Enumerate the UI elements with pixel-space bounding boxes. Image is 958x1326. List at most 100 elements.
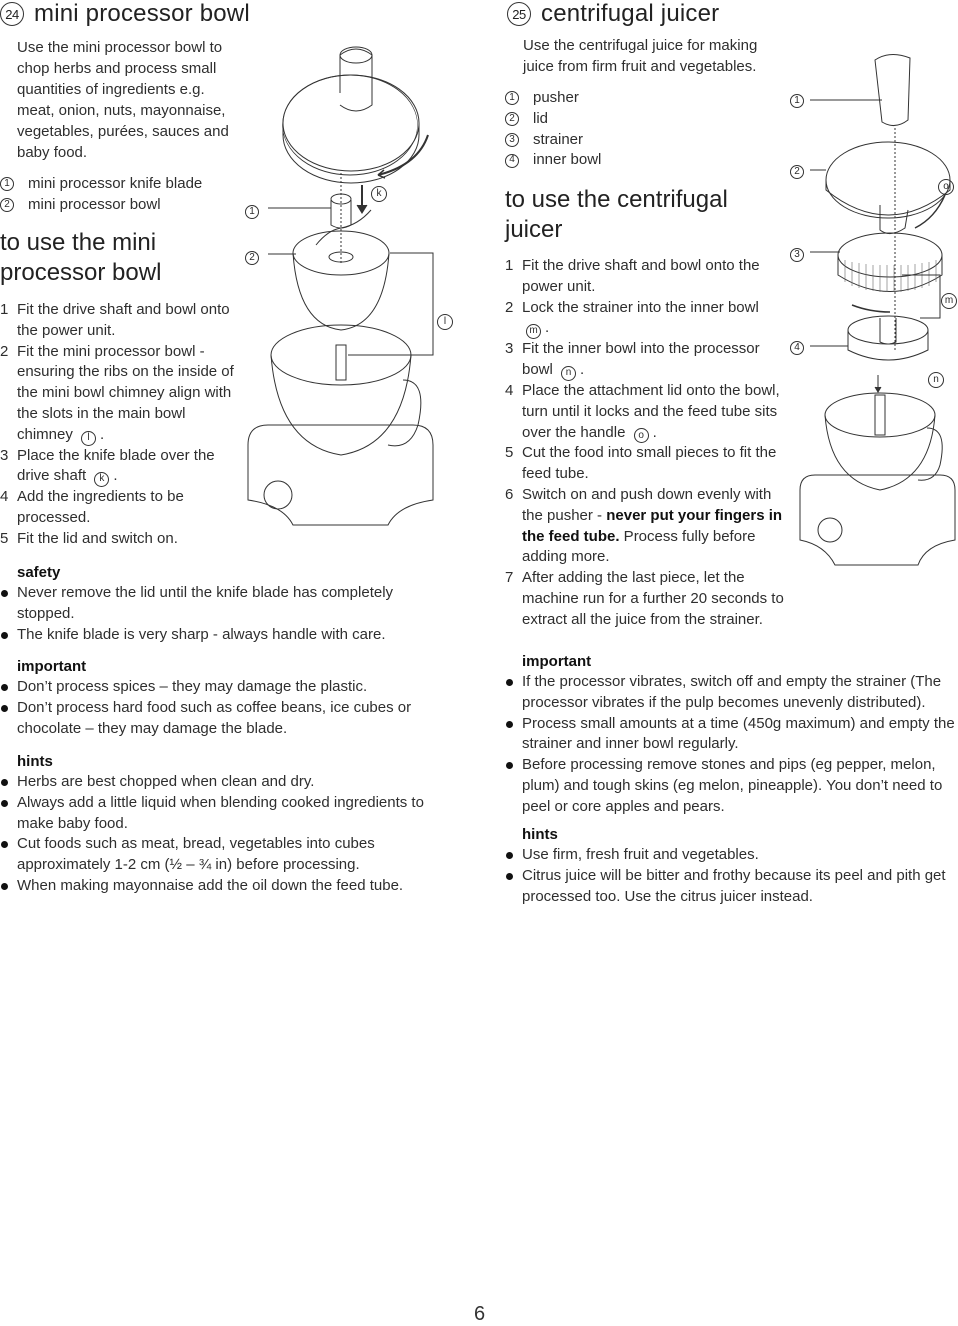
bullet-item: Always add a little liquid when blending… xyxy=(0,793,440,835)
figure-callout-3: 3 xyxy=(790,244,818,262)
callout-number: 1 xyxy=(0,177,14,192)
bullet-item: The knife blade is very sharp - always h… xyxy=(0,625,440,646)
parts-list-item: 1 pusher xyxy=(505,88,745,109)
step-text: Fit the drive shaft and bowl onto the po… xyxy=(522,257,760,295)
parts-list-item: 3 strainer xyxy=(505,130,745,151)
important-heading: important xyxy=(17,658,87,675)
part-label: inner bowl xyxy=(533,151,602,169)
figure-callout-m: m xyxy=(941,290,958,309)
hints-list: Use firm, fresh fruit and vegetables. Ci… xyxy=(505,845,958,907)
bullet-item: Never remove the lid until the knife bla… xyxy=(0,583,440,625)
callout-number: 1 xyxy=(505,91,519,106)
parts-list-item: 1 mini processor knife blade xyxy=(0,174,240,195)
figure-callout-n: n xyxy=(928,369,958,388)
step-number: 1 xyxy=(0,301,9,318)
safety-heading: safety xyxy=(17,564,61,581)
bullet-item: Herbs are best chopped when clean and dr… xyxy=(0,772,440,793)
parts-list: 1 pusher 2 lid 3 strainer 4 inner bowl xyxy=(505,88,745,171)
callout-number: 1 xyxy=(245,204,259,219)
callout-number: 2 xyxy=(0,198,14,213)
callout-number: 3 xyxy=(790,247,804,262)
section-heading-mini-processor-bowl: 24 mini processor bowl xyxy=(0,0,250,28)
callout-number: o xyxy=(938,178,954,195)
step: 4 Place the attachment lid onto the bowl,… xyxy=(505,381,795,444)
safety-section: safety Never remove the lid until the kn… xyxy=(0,562,440,645)
hints-heading: hints xyxy=(522,826,558,843)
callout-number: 4 xyxy=(505,153,519,168)
step: 7 After adding the last piece, let the ma… xyxy=(505,568,795,630)
callout-number: m xyxy=(941,292,957,309)
centrifugal-juicer-illustration xyxy=(799,54,956,566)
bullet-item: Cut foods such as meat, bread, vegetable… xyxy=(0,834,440,876)
parts-list-item: 2 mini processor bowl xyxy=(0,195,240,216)
step-text: Fit the inner bowl into the processor bo… xyxy=(522,340,760,379)
bullet-item: When making mayonnaise add the oil down … xyxy=(0,876,440,897)
callout-number: l xyxy=(437,313,453,330)
page-number: 6 xyxy=(474,1303,486,1325)
section-heading-centrifugal-juicer: 25 centrifugal juicer xyxy=(507,0,719,28)
part-label: mini processor bowl xyxy=(28,195,161,213)
step: 5 Fit the lid and switch on. xyxy=(0,529,240,550)
mini-processor-illustration xyxy=(247,46,434,526)
step-number: 2 xyxy=(505,298,514,316)
step-text: Fit the lid and switch on. xyxy=(17,529,178,547)
bullet-item: If the processor vibrates, switch off an… xyxy=(505,672,958,714)
step-text: After adding the last piece, let the mac… xyxy=(522,569,784,628)
step-number: 4 xyxy=(0,488,9,506)
callout-number: 3 xyxy=(505,132,519,147)
intro-paragraph: Use the mini processor bowl to chop herb… xyxy=(17,39,229,161)
part-label: strainer xyxy=(533,130,584,148)
step-text: Cut the food into small pieces to fit th… xyxy=(522,444,777,483)
section-number-badge: 24 xyxy=(0,2,24,26)
parts-list: 1 mini processor knife blade 2 mini proces… xyxy=(0,174,240,216)
figure-callout-4: 4 xyxy=(790,337,818,355)
callout-number: 2 xyxy=(790,164,804,179)
important-list: Don’t process spices – they may damage t… xyxy=(0,677,440,739)
step-number: 3 xyxy=(505,340,514,358)
section-title: centrifugal juicer xyxy=(541,0,720,27)
step-text: Lock the strainer into the inner bowl xyxy=(522,298,759,316)
step-text: Place the attachment lid onto the bowl, … xyxy=(522,381,780,441)
warning-text: never put your fingers in the feed tube. xyxy=(522,506,783,545)
step-number: 4 xyxy=(505,381,514,399)
part-label: lid xyxy=(533,109,549,127)
callout-number: n xyxy=(928,371,944,388)
step: 5 Cut the food into small pieces to fit t… xyxy=(505,443,795,485)
step-number: 7 xyxy=(505,569,514,587)
step: 4 Add the ingredients to be processed. xyxy=(0,487,240,529)
callout-number: 4 xyxy=(790,340,804,355)
step-number: 5 xyxy=(505,444,514,462)
hints-heading: hints xyxy=(17,753,53,770)
step-number: 2 xyxy=(0,342,9,360)
callout-ref-m: m xyxy=(526,324,541,340)
important-section: important If the processor vibrates, swi… xyxy=(505,651,958,818)
section-title: mini processor bowl xyxy=(34,0,250,27)
howto-heading: to use the centrifugal juicer xyxy=(505,186,728,243)
callout-ref-n: n xyxy=(561,365,577,381)
callout-number: 2 xyxy=(505,112,519,127)
part-label: pusher xyxy=(533,89,579,106)
step-text: Add the ingredients to be processed. xyxy=(17,488,184,527)
hints-section: hints Herbs are best chopped when clean … xyxy=(0,751,440,897)
callout-number: k xyxy=(371,185,387,202)
howto-heading: to use the mini processor bowl xyxy=(0,229,162,286)
step-number: 6 xyxy=(505,486,514,504)
bullet-item: Before processing remove stones and pips… xyxy=(505,755,958,817)
callout-ref-o: o xyxy=(633,428,649,444)
figure-callout-2: 2 xyxy=(245,247,273,265)
step-text: Fit the mini processor bowl - ensuring t… xyxy=(17,342,234,443)
callout-ref-k: k xyxy=(94,472,110,488)
parts-list-item: 4 inner bowl xyxy=(505,150,745,171)
part-label: mini processor knife blade xyxy=(28,175,203,192)
step: 3 Fit the inner bowl into the processor b… xyxy=(505,339,795,381)
figure-callout-2: 2 xyxy=(790,161,818,179)
callout-number: 2 xyxy=(245,250,259,265)
bullet-item: Use firm, fresh fruit and vegetables. xyxy=(505,845,958,866)
step-number: 5 xyxy=(0,529,9,547)
step-text: Process fully before adding more. xyxy=(522,527,756,566)
